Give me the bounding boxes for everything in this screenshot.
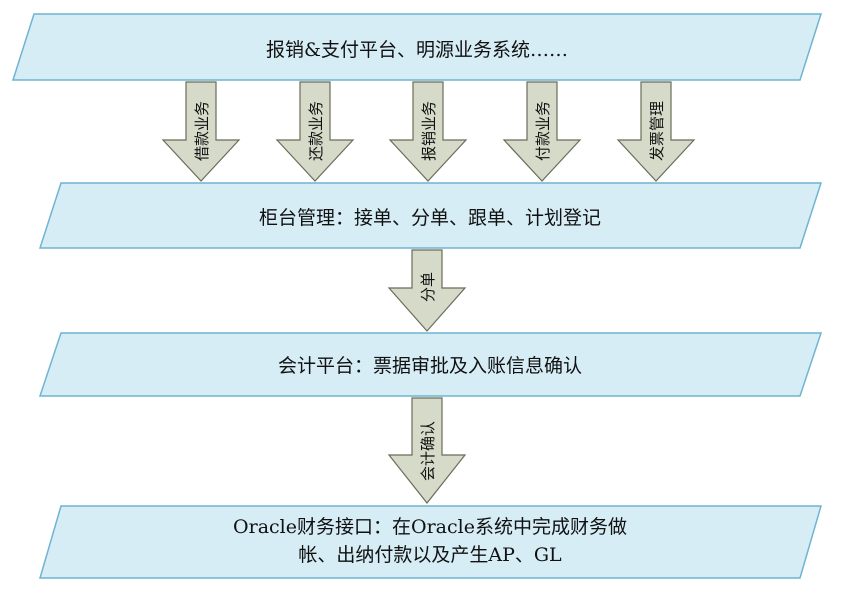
arrow-label: 还款业务 xyxy=(307,101,325,161)
band-reimbursement-payment-platform: 报销&支付平台、明源业务系统…… xyxy=(11,13,823,81)
arrow-label: 付款业务 xyxy=(534,101,552,161)
arrow-dispatch: 分单 xyxy=(387,249,467,332)
arrow-label: 会计确认 xyxy=(419,421,437,481)
band-label: Oracle财务接口：在Oracle系统中完成财务做 xyxy=(233,516,627,538)
band-oracle-finance-interface: Oracle财务接口：在Oracle系统中完成财务做 帐、出纳付款以及产生AP、… xyxy=(39,505,822,579)
arrow-loan-business: 借款业务 xyxy=(161,81,241,182)
arrow-reimbursement-business: 报销业务 xyxy=(388,81,468,182)
band-label: 报销&支付平台、明源业务系统…… xyxy=(266,39,568,61)
band-counter-management: 柜台管理：接单、分单、跟单、计划登记 xyxy=(38,182,823,249)
arrow-invoice-management: 发票管理 xyxy=(616,81,696,182)
band-accounting-platform: 会计平台：票据审批及入账信息确认 xyxy=(38,332,823,397)
arrow-label: 报销业务 xyxy=(420,101,438,161)
arrow-label: 分单 xyxy=(419,272,437,302)
arrow-label: 发票管理 xyxy=(648,101,666,161)
arrow-repayment-business: 还款业务 xyxy=(275,81,355,182)
band-label: 会计平台：票据审批及入账信息确认 xyxy=(278,355,582,377)
arrow-payment-business: 付款业务 xyxy=(502,81,582,182)
arrow-accounting-confirmation: 会计确认 xyxy=(387,397,467,504)
band-label: 柜台管理：接单、分单、跟单、计划登记 xyxy=(259,207,601,229)
band-label: 帐、出纳付款以及产生AP、GL xyxy=(298,544,562,566)
arrow-label: 借款业务 xyxy=(193,101,211,161)
